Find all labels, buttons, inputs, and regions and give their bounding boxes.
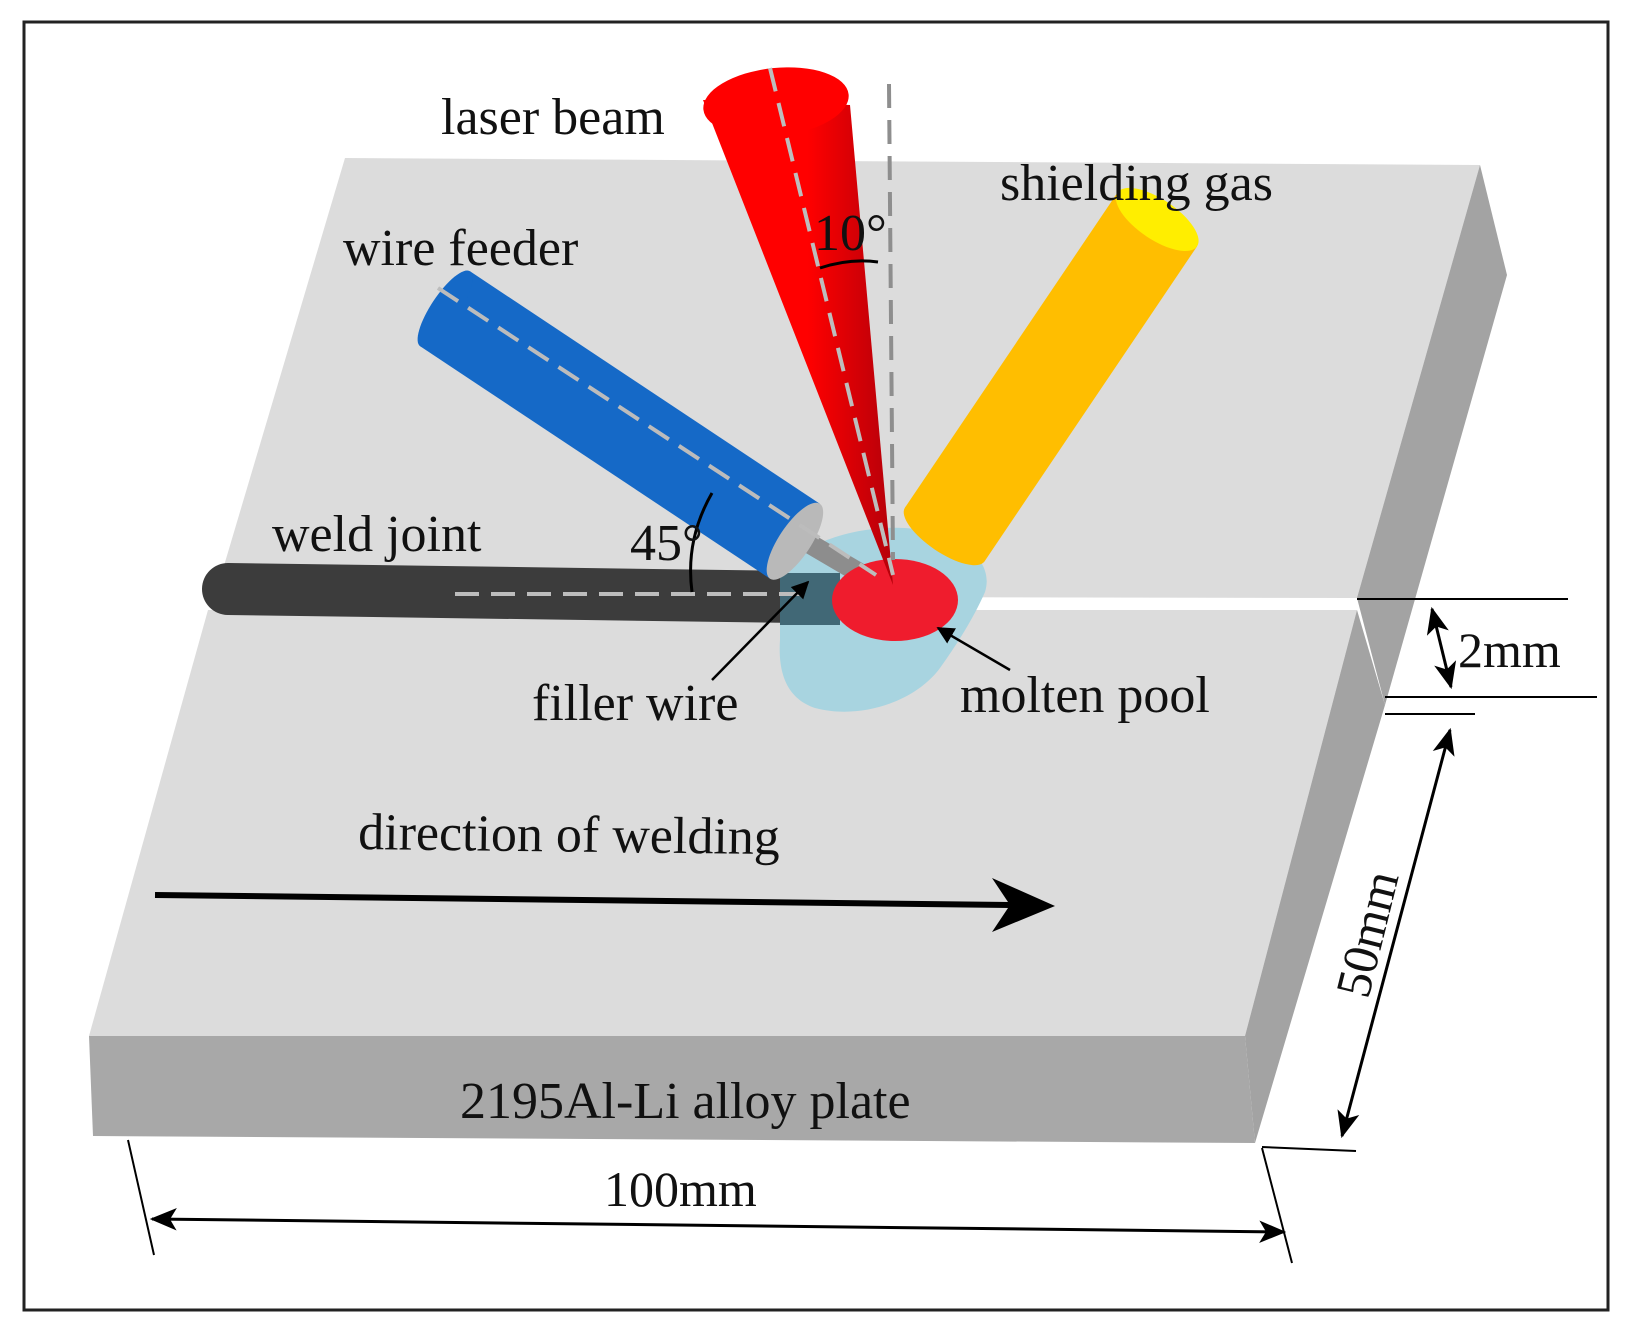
label-weld-joint: weld joint: [272, 506, 482, 563]
label-wire-feeder: wire feeder: [343, 220, 578, 277]
wire-feeder-axis: [436, 286, 878, 577]
label-dim-100mm: 100mm: [604, 1161, 757, 1217]
dim-50mm-arrow: [1337, 727, 1455, 1139]
dim-100mm-arrow: [149, 1208, 1287, 1243]
weld-joint-shade: [780, 573, 840, 625]
laser-beam-cone: [703, 100, 893, 585]
wire-angle-arc: [689, 492, 714, 593]
laser-angle-arc: [819, 259, 879, 270]
dim-100mm-ext-left: [127, 1139, 155, 1256]
molten-pool: [832, 559, 958, 641]
laser-beam-top: [703, 67, 849, 137]
label-laser-beam: laser beam: [441, 89, 665, 146]
laser-axis: [768, 67, 895, 576]
label-filler-wire: filler wire: [532, 675, 738, 732]
label-laser-angle: 10°: [814, 205, 887, 262]
filler-wire-leader: [711, 580, 810, 681]
back-plate-side: [1357, 165, 1507, 705]
molten-pool-leader: [936, 626, 1011, 672]
front-plate-top: [89, 610, 1357, 1036]
shielding-gas-nozzle: [903, 187, 1199, 566]
shielding-gas-end: [1115, 187, 1199, 252]
label-plate: 2195Al-Li alloy plate: [460, 1073, 911, 1130]
dim-50mm-ext-bottom: [1261, 1146, 1357, 1152]
dim-2mm-arrow: [1426, 606, 1457, 690]
label-wire-angle: 45°: [630, 515, 703, 572]
label-shielding-gas: shielding gas: [1000, 155, 1273, 212]
welding-direction-arrow-shaft: [154, 892, 1011, 908]
label-direction-of-welding: direction of welding: [358, 804, 780, 866]
welding-direction-arrowhead: [992, 878, 1055, 932]
label-dim-2mm: 2mm: [1458, 622, 1561, 678]
label-molten-pool: molten pool: [960, 667, 1210, 724]
front-plate-front: [89, 1036, 1255, 1143]
dim-100mm-ext-right: [1261, 1147, 1293, 1264]
wire-feeder-end: [766, 502, 824, 580]
wire-feeder: [417, 270, 824, 580]
vertical-reference: [887, 83, 895, 561]
